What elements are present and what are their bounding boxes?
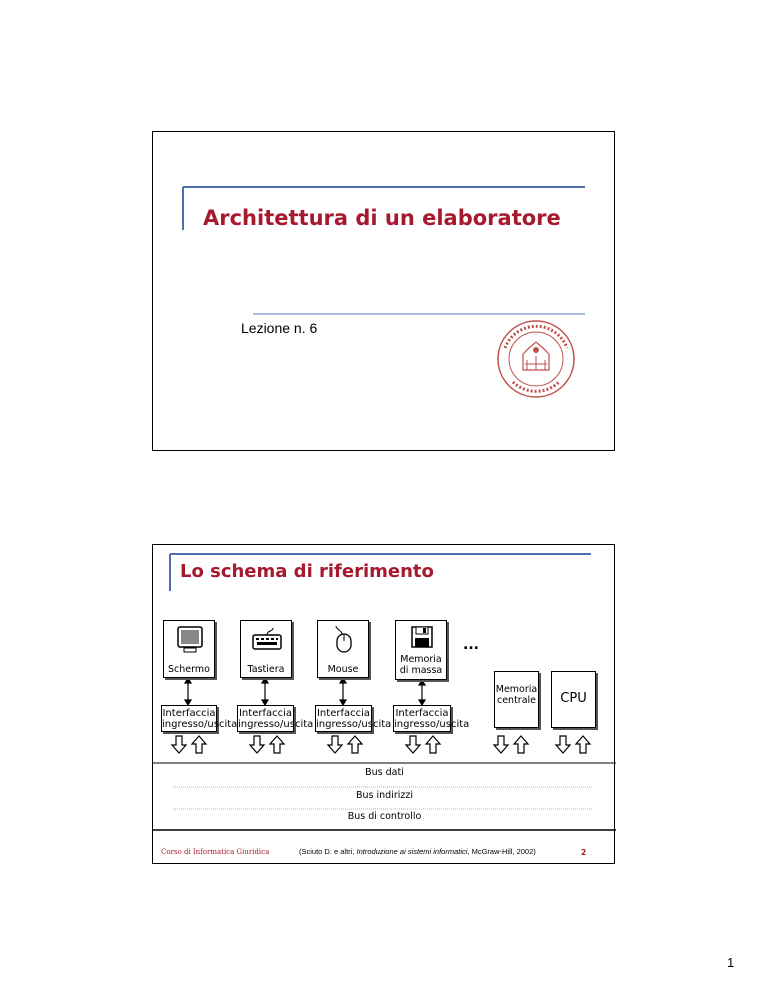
bus-di-controllo-label: Bus di controllo bbox=[347, 811, 422, 822]
floppy-disk-icon bbox=[411, 626, 433, 648]
device-label: Mouse bbox=[327, 664, 359, 675]
bus-dati-label: Bus dati bbox=[365, 767, 404, 778]
device-tastiera: Tastiera bbox=[240, 620, 292, 678]
citation-prefix: (Sciuto D. e altri, bbox=[299, 847, 357, 856]
device-memoria-di-massa: Memoria di massa bbox=[395, 620, 447, 680]
diagram-slide: Lo schema di riferimento Schermo Tastier… bbox=[152, 544, 616, 864]
citation-title: Introduzione ai sistemi informatici bbox=[356, 847, 468, 856]
university-seal bbox=[497, 320, 575, 398]
slide-title: Lo schema di riferimento bbox=[180, 561, 434, 582]
bus-indirizzi-label: Bus indirizzi bbox=[356, 790, 413, 801]
course-name: Corso di Informatica Giuridica bbox=[161, 848, 270, 856]
device-mouse: Mouse bbox=[317, 620, 369, 678]
title-rules bbox=[182, 186, 585, 315]
cpu-box: CPU bbox=[551, 671, 596, 728]
title-slide: Architettura di un elaboratore Lezione n… bbox=[152, 131, 615, 451]
memoria-centrale-label: Memoria centrale bbox=[495, 684, 538, 706]
more-devices-ellipsis: ... bbox=[463, 637, 479, 653]
device-schermo: Schermo bbox=[163, 620, 215, 678]
slide-number: 2 bbox=[581, 848, 587, 857]
mouse-icon bbox=[335, 625, 352, 653]
citation: (Sciuto D. e altri, Introduzione ai sist… bbox=[299, 847, 536, 856]
slide-title: Architettura di un elaboratore bbox=[203, 206, 561, 230]
citation-suffix: , McGraw-Hill, 2002) bbox=[467, 847, 536, 856]
monitor-icon bbox=[177, 626, 203, 653]
device-label: Memoria di massa bbox=[399, 654, 443, 676]
cpu-label: CPU bbox=[560, 691, 587, 706]
device-label: Schermo bbox=[168, 664, 210, 675]
keyboard-icon bbox=[252, 627, 282, 650]
lesson-subtitle: Lezione n. 6 bbox=[241, 320, 318, 336]
slide-decoration bbox=[153, 553, 616, 831]
page-number: 1 bbox=[727, 955, 735, 970]
memoria-centrale-box: Memoria centrale bbox=[494, 671, 539, 728]
device-label: Tastiera bbox=[247, 664, 285, 675]
